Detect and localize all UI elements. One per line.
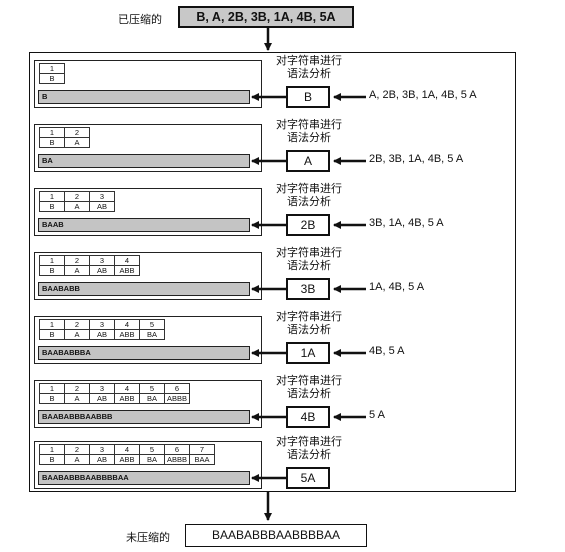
parse-string-label: 对字符串进行语法分析 xyxy=(264,310,354,336)
stage-frame xyxy=(34,188,262,236)
stage-frame xyxy=(34,252,262,300)
parse-string-label: 对字符串进行语法分析 xyxy=(264,54,354,80)
parse-label-line1: 对字符串进行 xyxy=(276,246,342,259)
parse-label-line1: 对字符串进行 xyxy=(276,182,342,195)
decoded-output-bar: BAABABBBA xyxy=(38,346,250,360)
remaining-input-text: 2B, 3B, 1A, 4B, 5 A xyxy=(369,153,464,165)
stage-frame xyxy=(34,316,262,364)
current-symbol-box: B xyxy=(286,86,330,108)
decoded-output-bar: B xyxy=(38,90,250,104)
parse-string-label: 对字符串进行语法分析 xyxy=(264,182,354,208)
dictionary-value-cell: B xyxy=(39,73,65,84)
uncompressed-label: 未压缩的 xyxy=(126,531,170,544)
remaining-input-text: A, 2B, 3B, 1A, 4B, 5 A xyxy=(369,89,477,101)
parse-string-label: 对字符串进行语法分析 xyxy=(264,435,354,461)
dictionary-value-cell: ABBB xyxy=(164,393,190,404)
parse-label-line1: 对字符串进行 xyxy=(276,118,342,131)
current-symbol-box: 2B xyxy=(286,214,330,236)
parse-label-line2: 语法分析 xyxy=(287,448,331,461)
dictionary-value-cell: AB xyxy=(89,201,115,212)
decoded-output-bar: BAAB xyxy=(38,218,250,232)
decoded-output-bar: BA xyxy=(38,154,250,168)
decoded-output-bar: BAABABB xyxy=(38,282,250,296)
uncompressed-output-box: BAABABBBAABBBBAA xyxy=(185,524,367,547)
current-symbol-box: 4B xyxy=(286,406,330,428)
stage-frame xyxy=(34,124,262,172)
current-symbol-box: A xyxy=(286,150,330,172)
decoded-output-bar: BAABABBBAABBBBAA xyxy=(38,471,250,485)
current-symbol-box: 5A xyxy=(286,467,330,489)
dictionary-value-cell: BAA xyxy=(189,454,215,465)
parse-string-label: 对字符串进行语法分析 xyxy=(264,118,354,144)
dictionary-value-cell: ABB xyxy=(114,265,140,276)
current-symbol-box: 1A xyxy=(286,342,330,364)
parse-label-line2: 语法分析 xyxy=(287,195,331,208)
decoding-process-frame xyxy=(29,52,516,492)
parse-string-label: 对字符串进行语法分析 xyxy=(264,246,354,272)
parse-label-line2: 语法分析 xyxy=(287,131,331,144)
compressed-input-box: B, A, 2B, 3B, 1A, 4B, 5A xyxy=(178,6,354,28)
dictionary-value-row: B xyxy=(39,73,65,84)
remaining-input-text: 5 A xyxy=(369,409,385,421)
compressed-label: 已压缩的 xyxy=(118,13,162,26)
parse-label-line1: 对字符串进行 xyxy=(276,435,342,448)
parse-label-line1: 对字符串进行 xyxy=(276,54,342,67)
parse-label-line2: 语法分析 xyxy=(287,67,331,80)
parse-label-line1: 对字符串进行 xyxy=(276,310,342,323)
remaining-input-text: 3B, 1A, 4B, 5 A xyxy=(369,217,444,229)
remaining-input-text: 4B, 5 A xyxy=(369,345,405,357)
stage-frame xyxy=(34,441,262,489)
current-symbol-box: 3B xyxy=(286,278,330,300)
dictionary-value-cell: A xyxy=(64,137,90,148)
parse-label-line2: 语法分析 xyxy=(287,259,331,272)
parse-label-line1: 对字符串进行 xyxy=(276,374,342,387)
dictionary-value-cell: BA xyxy=(139,329,165,340)
decoded-output-bar: BAABABBBAABBB xyxy=(38,410,250,424)
parse-label-line2: 语法分析 xyxy=(287,387,331,400)
remaining-input-text: 1A, 4B, 5 A xyxy=(369,281,425,293)
stage-frame xyxy=(34,60,262,108)
stage-frame xyxy=(34,380,262,428)
parse-string-label: 对字符串进行语法分析 xyxy=(264,374,354,400)
parse-label-line2: 语法分析 xyxy=(287,323,331,336)
